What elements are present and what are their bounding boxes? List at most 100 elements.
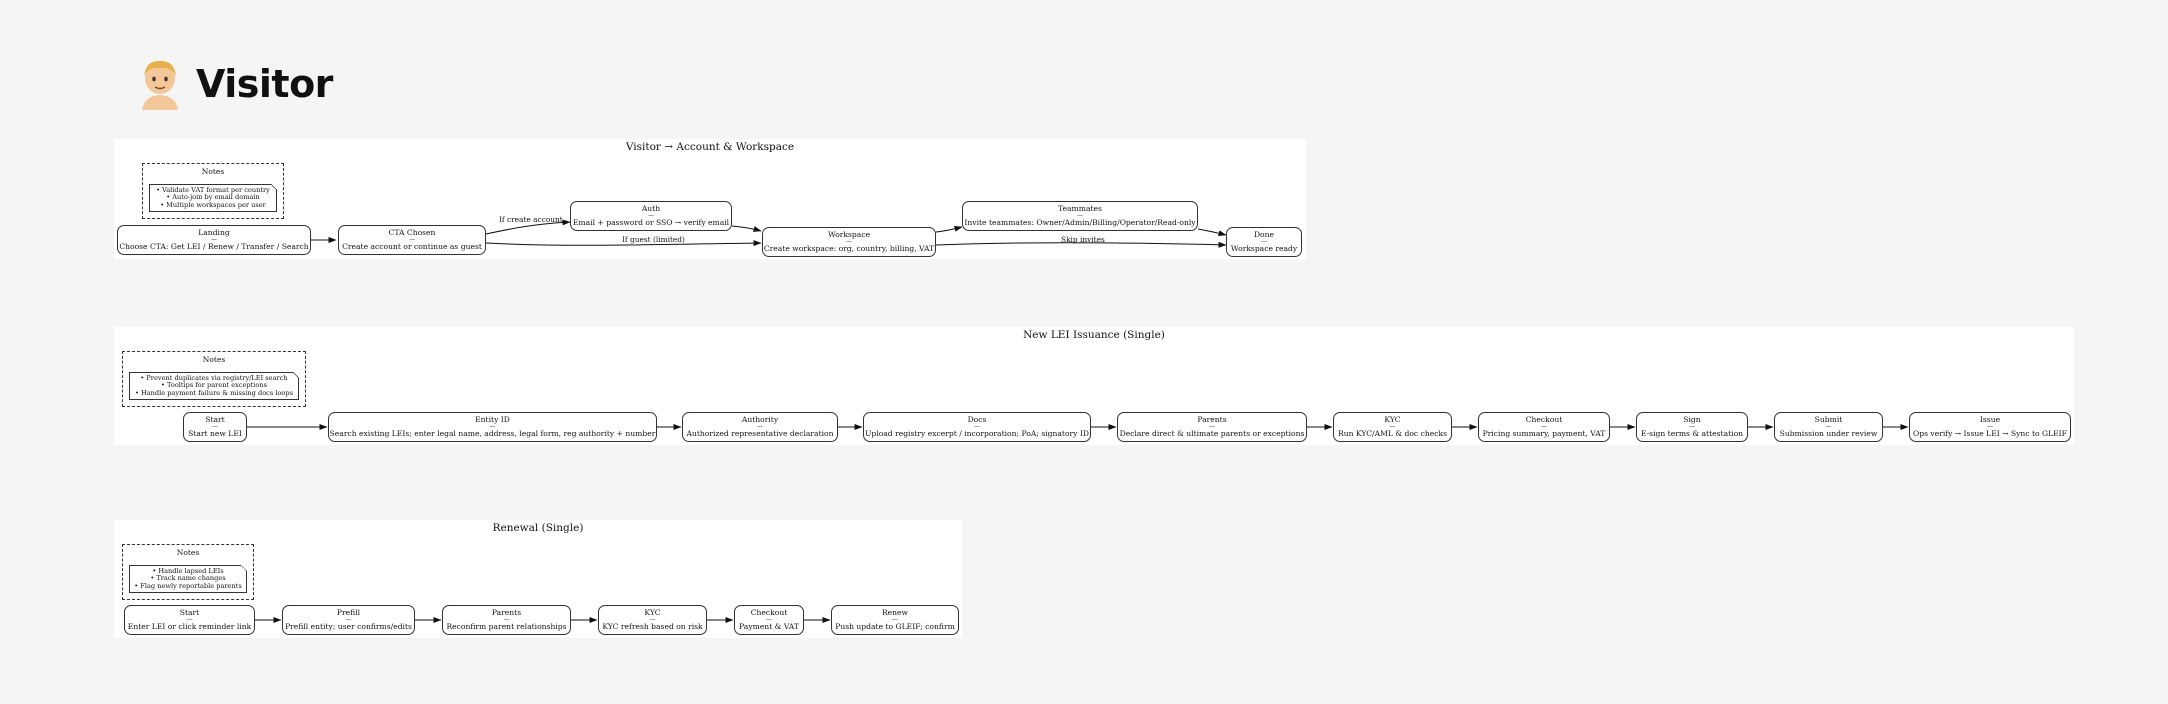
notes-item: • Track name changes [150,574,226,583]
node-desc: Invite teammates: Owner/Admin/Billing/Op… [964,218,1196,227]
renewal-flow-edges [255,617,831,623]
node-separator: — [892,616,898,623]
node-title: Docs [967,414,987,424]
renewal-notes: Notes • Handle lapsed LEIs • Track name … [122,544,254,600]
node-title: Authority [741,414,779,424]
node-desc: Declare direct & ultimate parents or exc… [1119,429,1305,438]
node-kyc: KYC — KYC refresh based on risk [598,605,707,635]
node-separator: — [1389,423,1396,430]
node-desc: Upload registry excerpt / incorporation;… [865,429,1089,438]
renewal-notes-title: Notes [176,548,200,557]
node-separator: — [409,236,415,243]
renewal-flow-panel: Renewal (Single) Notes • Handle lapsed L… [114,520,962,638]
notes-item: • Multiple workspaces per user [160,200,266,209]
issuance-notes: Notes • Prevent duplicates via registry/… [122,351,306,407]
edge-workspace-done [935,241,1227,248]
node-separator: — [1077,212,1083,219]
node-desc: E-sign terms & attestation [1640,429,1744,438]
issuance-flow-panel: New LEI Issuance (Single) Notes • Preven… [114,327,2074,445]
node-separator: — [1689,423,1695,430]
edge-auth-workspace [731,225,762,232]
node-title: Landing [198,227,230,237]
node-teammates: Teammates — Invite teammates: Owner/Admi… [962,201,1198,231]
node-start: Start — Enter LEI or click reminder link [124,605,255,635]
node-done: Done — Workspace ready [1226,227,1302,257]
node-separator: — [846,238,852,245]
page-title: Visitor [196,62,333,106]
node-workspace: Workspace — Create workspace: org, count… [762,227,936,257]
node-kyc: KYC — Run KYC/AML & doc checks [1333,412,1452,442]
notes-item: • Handle payment failure & missing docs … [134,388,294,397]
account-notes: Notes • Validate VAT format per country … [142,163,284,219]
notes-item: • Prevent duplicates via registry/LEI se… [140,373,288,382]
issuance-flow-title: New LEI Issuance (Single) [1023,329,1165,341]
node-cta-chosen: CTA Chosen — Create account or continue … [338,225,486,255]
node-separator: — [1987,423,1993,430]
node-title: KYC [1384,414,1401,424]
account-flow-panel: If create account If guest (limited) Ski… [114,139,1306,259]
node-desc: Ops verify → Issue LEI → Sync to GLEIF [1913,429,2067,438]
node-title: Teammates [1058,203,1102,213]
person-emoji-icon [142,60,178,110]
node-title: Start [205,414,225,424]
node-auth: Auth — Email + password or SSO → verify … [570,201,732,231]
node-separator: — [489,423,496,430]
edge-label-if-guest: If guest (limited) [622,235,685,244]
node-title: Renew [881,607,909,617]
node-title: Start [179,607,200,617]
edge-cta-workspace [485,240,762,247]
node-sign: Sign — E-sign terms & attestation [1636,412,1748,442]
node-title: Checkout [750,607,788,617]
node-title: Parents [491,607,522,617]
node-desc: Authorized representative declaration [686,429,834,438]
notes-item: • Validate VAT format per country [156,185,270,194]
node-separator: — [212,423,218,430]
node-desc: Choose CTA: Get LEI / Renew / Transfer /… [119,242,309,251]
edge-label-if-create: If create account [499,215,563,224]
node-separator: — [1261,238,1267,245]
node-desc: Start new LEI [188,429,242,438]
node-desc: Create workspace: org, country, billing,… [763,244,935,253]
node-separator: — [766,616,772,623]
node-desc: Reconfirm parent relationships [446,622,567,631]
node-landing: Landing — Choose CTA: Get LEI / Renew / … [117,225,311,255]
node-checkout: Checkout — Payment & VAT [734,605,804,635]
account-notes-title: Notes [201,167,225,176]
node-desc: Pricing summary, payment, VAT [1482,429,1606,438]
node-separator: — [211,236,217,243]
edge-workspace-teammates [935,225,963,233]
notes-item: • Auto-join by email domain [166,193,260,202]
issuance-notes-title: Notes [202,355,226,364]
node-separator: — [974,423,980,430]
node-title: Submit [1814,414,1843,424]
node-authority: Authority — Authorized representative de… [682,412,838,442]
issuance-notes-card: • Prevent duplicates via registry/LEI se… [129,371,299,400]
node-desc: Workspace ready [1230,244,1298,253]
node-prefill: Prefill — Prefill entity; user confirms/… [282,605,415,635]
node-parents: Parents — Reconfirm parent relationships [442,605,571,635]
notes-item: • Tooltips for parent exceptions [160,381,268,390]
edge-cta-auth [485,219,571,235]
node-title: Done [1253,229,1275,239]
node-renew: Renew — Push update to GLEIF; confirm [831,605,959,635]
issuance-flow-edges [247,424,1909,430]
node-desc: KYC refresh based on risk [602,622,703,631]
node-title: Parents [1197,414,1227,424]
node-separator: — [648,212,654,219]
node-separator: — [1825,423,1832,430]
node-title: Auth [641,203,661,213]
node-entity-id: Entity ID — Search existing LEIs; enter … [328,412,657,442]
node-desc: Run KYC/AML & doc checks [1337,429,1447,438]
node-separator: — [503,616,510,623]
edge-label-skip: Skip invites [1061,235,1105,244]
node-desc: Enter LEI or click reminder link [127,622,252,631]
account-flow-title: Visitor → Account & Workspace [625,141,795,153]
node-desc: Submission under review [1779,429,1878,438]
node-desc: Prefill entity; user confirms/edits [285,622,412,631]
node-title: CTA Chosen [388,227,436,237]
node-separator: — [1209,423,1215,430]
node-separator: — [757,423,763,430]
node-separator: — [345,616,352,623]
node-desc: Create account or continue as guest [342,242,482,251]
node-issue: Issue — Ops verify → Issue LEI → Sync to… [1909,412,2071,442]
